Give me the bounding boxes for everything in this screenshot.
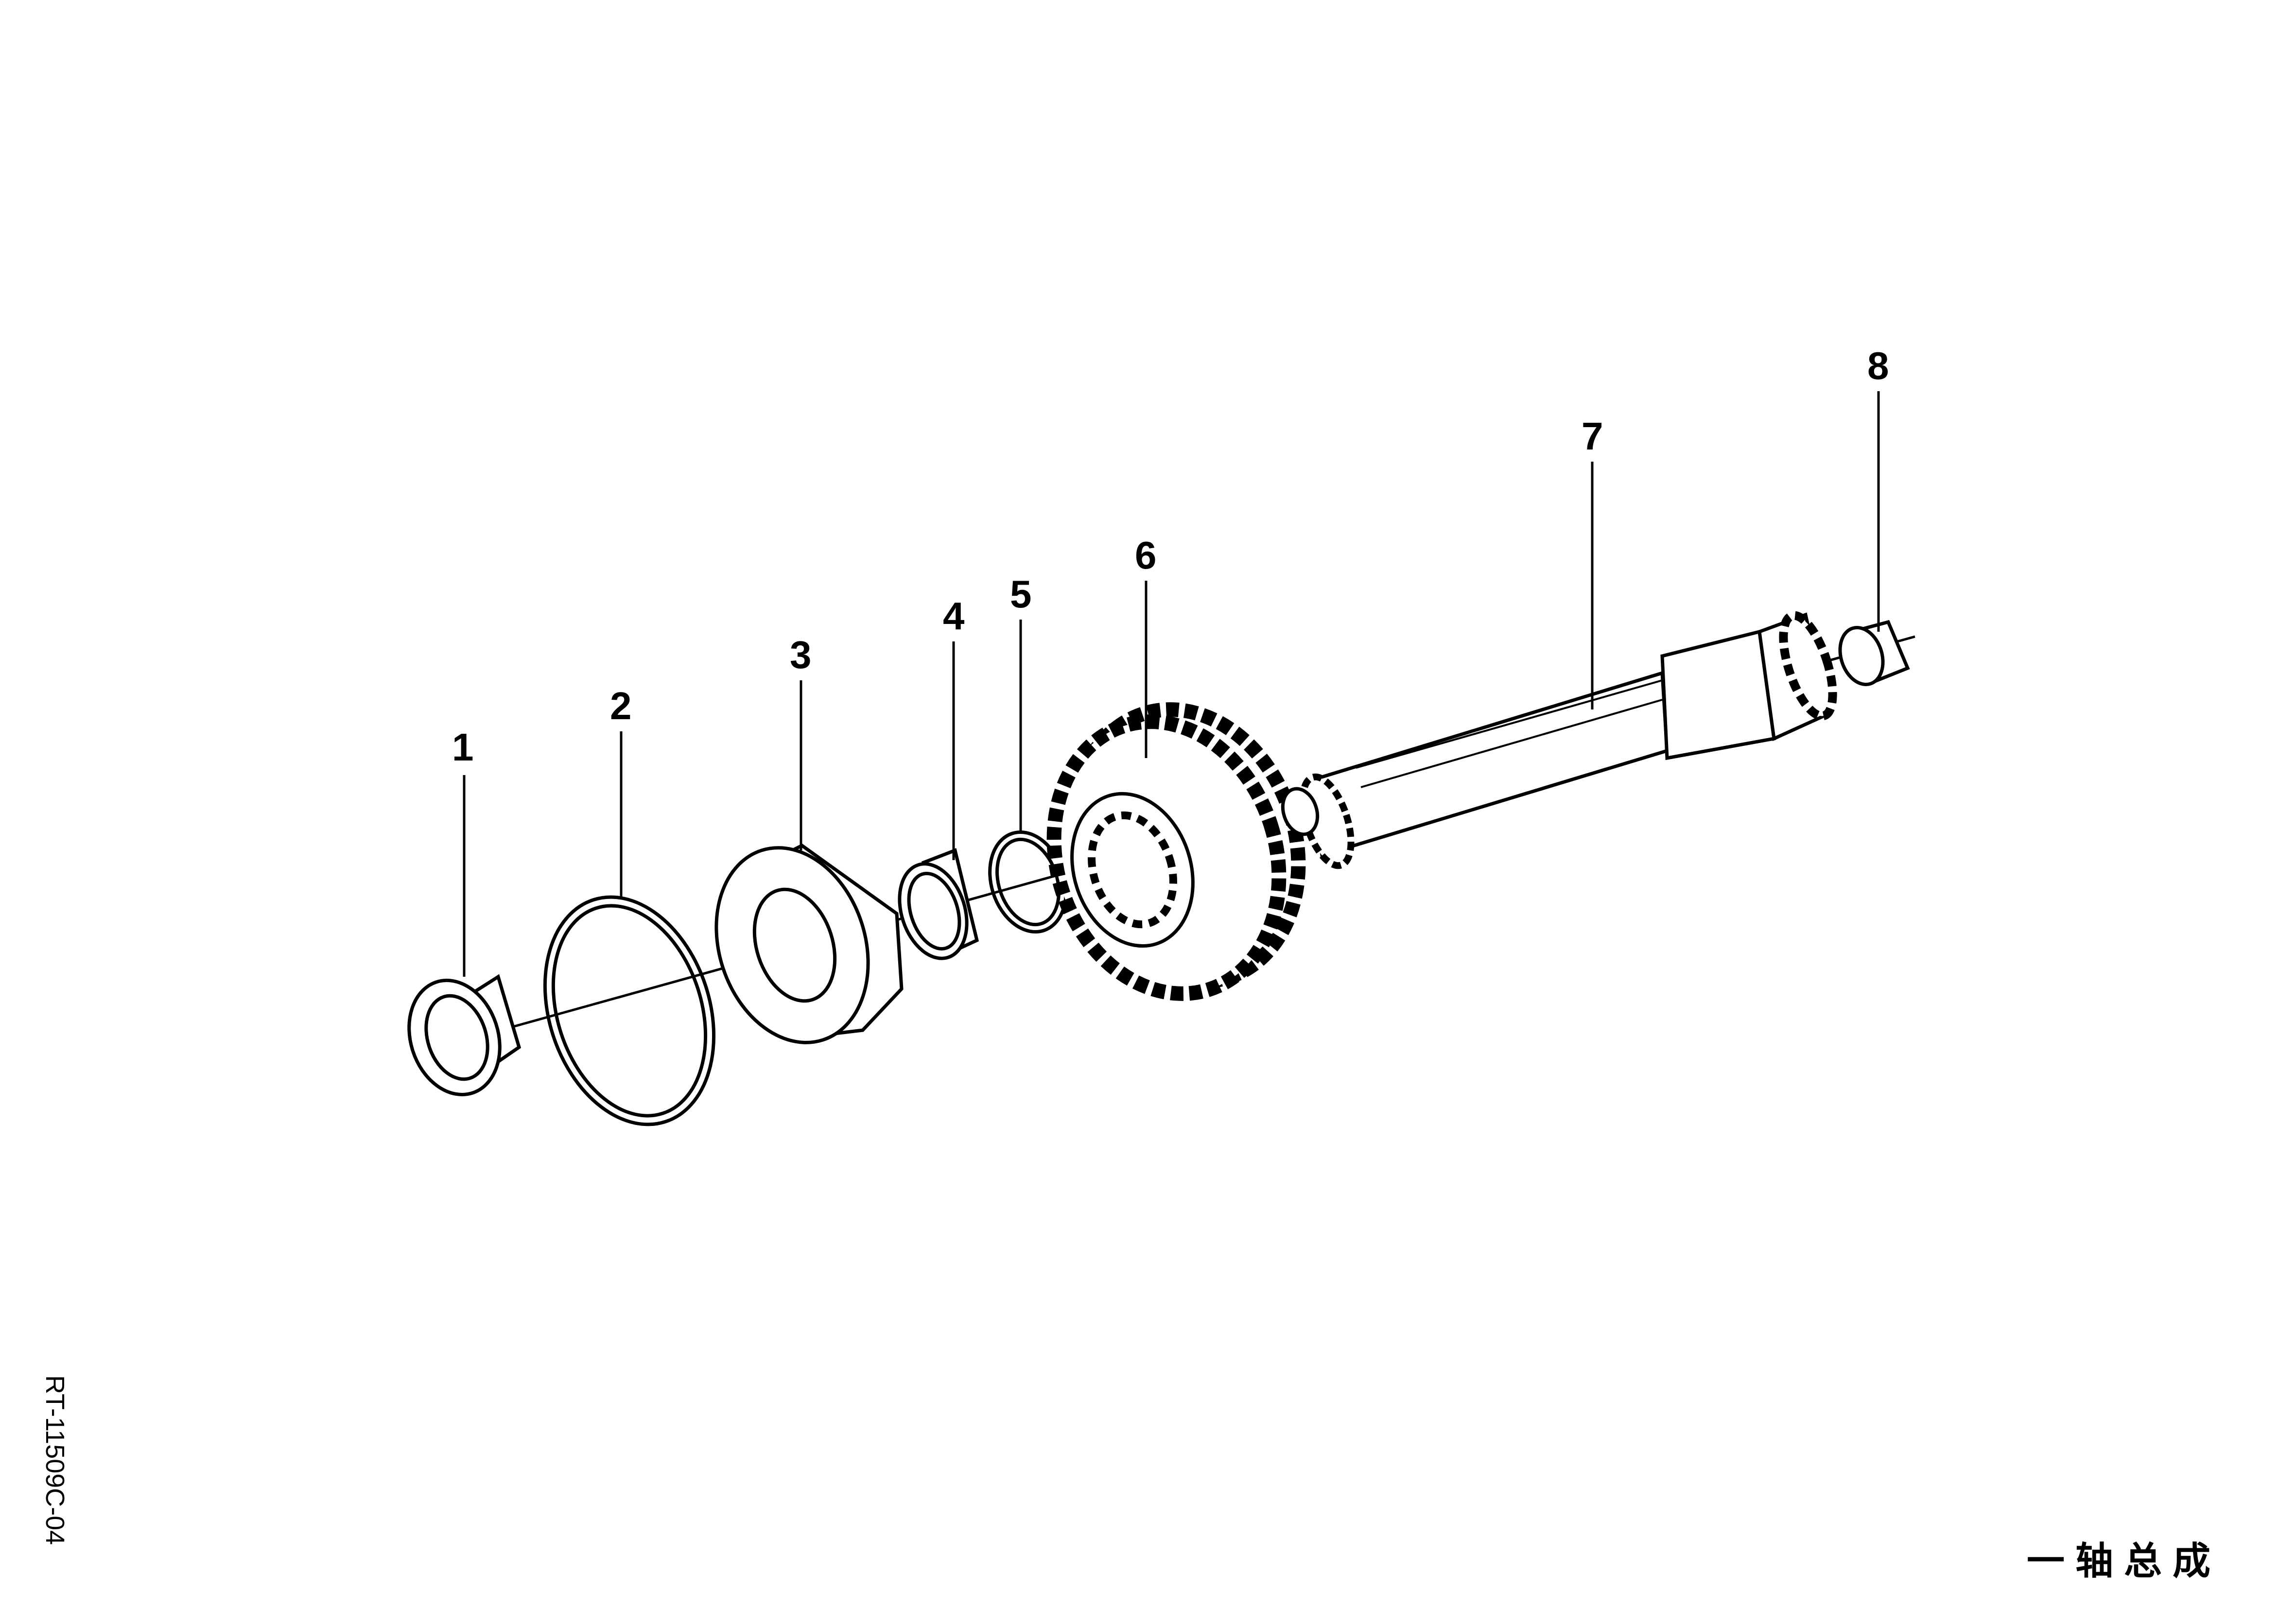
callout-7: 7 (1582, 415, 1603, 458)
part-6-gear (1046, 702, 1306, 1001)
callout-8: 8 (1867, 344, 1889, 387)
callout-6: 6 (1135, 534, 1157, 577)
callout-3: 3 (790, 633, 812, 676)
part-7-input-shaft (1281, 611, 1837, 869)
part-8-pilot-bearing (1838, 620, 1910, 687)
part-3-bearing (714, 843, 904, 1044)
callout-4: 4 (943, 594, 965, 638)
drawing-code-label: RT-11509C-04 (40, 1375, 70, 1545)
part-1-collar (407, 974, 522, 1096)
leader-lines (463, 391, 1880, 977)
drawing-code: RT-11509C-04 (40, 1375, 70, 1545)
callout-1: 1 (452, 726, 474, 769)
part-4-spacer-ring (898, 848, 979, 960)
callout-2: 2 (610, 684, 632, 727)
part-2-snap-ring (543, 895, 716, 1126)
callout-5: 5 (1010, 572, 1032, 616)
drawing-title: 一轴总成 (2027, 1539, 2222, 1583)
